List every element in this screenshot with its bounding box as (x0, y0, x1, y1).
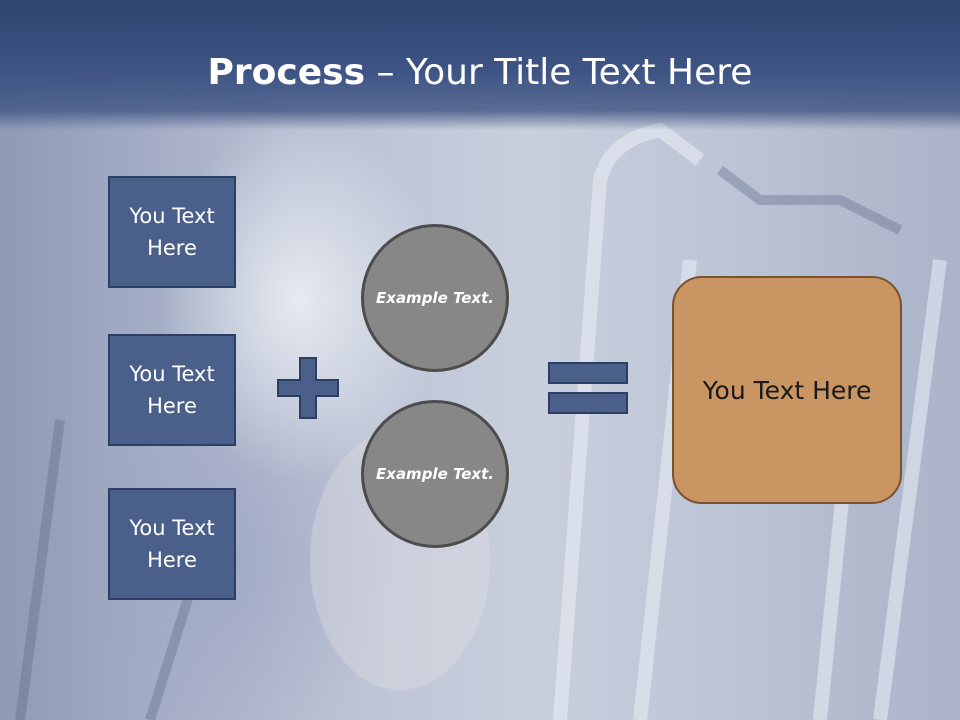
result-box: You Text Here (672, 276, 902, 504)
equals-icon (548, 362, 628, 414)
title-bold: Process (207, 52, 366, 93)
plus-icon (277, 357, 339, 419)
input-box-3: You Text Here (108, 488, 236, 600)
example-circle-1: Example Text. (361, 224, 509, 372)
example-circle-2: Example Text. (361, 400, 509, 548)
title-rest: – Your Title Text Here (365, 52, 753, 93)
title-bar (0, 0, 960, 130)
slide-title: Process – Your Title Text Here (0, 52, 960, 93)
input-box-2: You Text Here (108, 334, 236, 446)
input-box-1: You Text Here (108, 176, 236, 288)
